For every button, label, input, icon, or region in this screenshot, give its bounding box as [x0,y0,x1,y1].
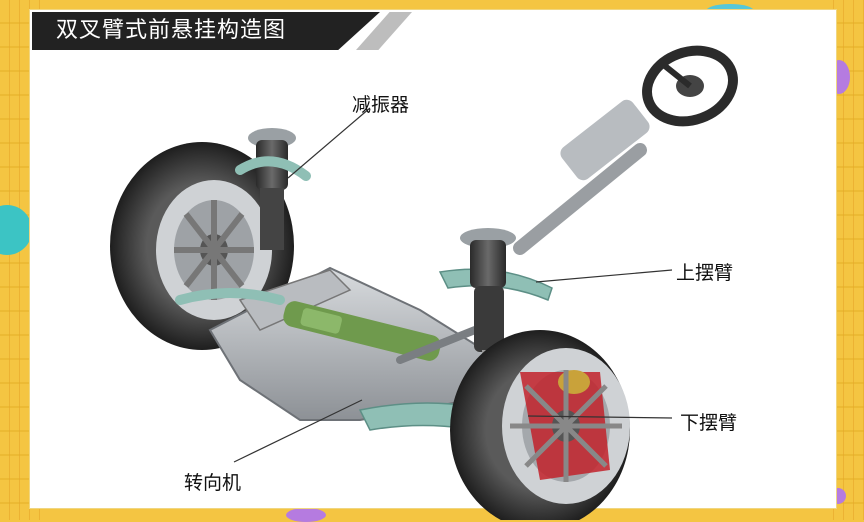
leader-lines [233,107,673,463]
label-upper-arm: 上摆臂 [676,262,734,284]
right-shock-absorber [460,228,516,400]
page-title: 双叉臂式前悬挂构造图 [56,18,287,43]
label-lower-arm: 下摆臂 [680,412,738,434]
right-wheel [450,330,630,520]
leader-line-steering-gear [233,399,363,463]
leader-line-shock-absorber [287,107,371,179]
leader-line-lower-arm [527,415,673,419]
steering-column [513,45,738,255]
left-shock-absorber [235,128,311,250]
label-shock-absorber: 减振器 [352,94,410,116]
label-steering-gear: 转向机 [184,472,242,494]
leader-line-upper-arm [535,269,673,283]
purple-blob-decoration-3 [286,508,326,522]
title-bar [32,12,380,50]
steering-rack [283,301,479,364]
